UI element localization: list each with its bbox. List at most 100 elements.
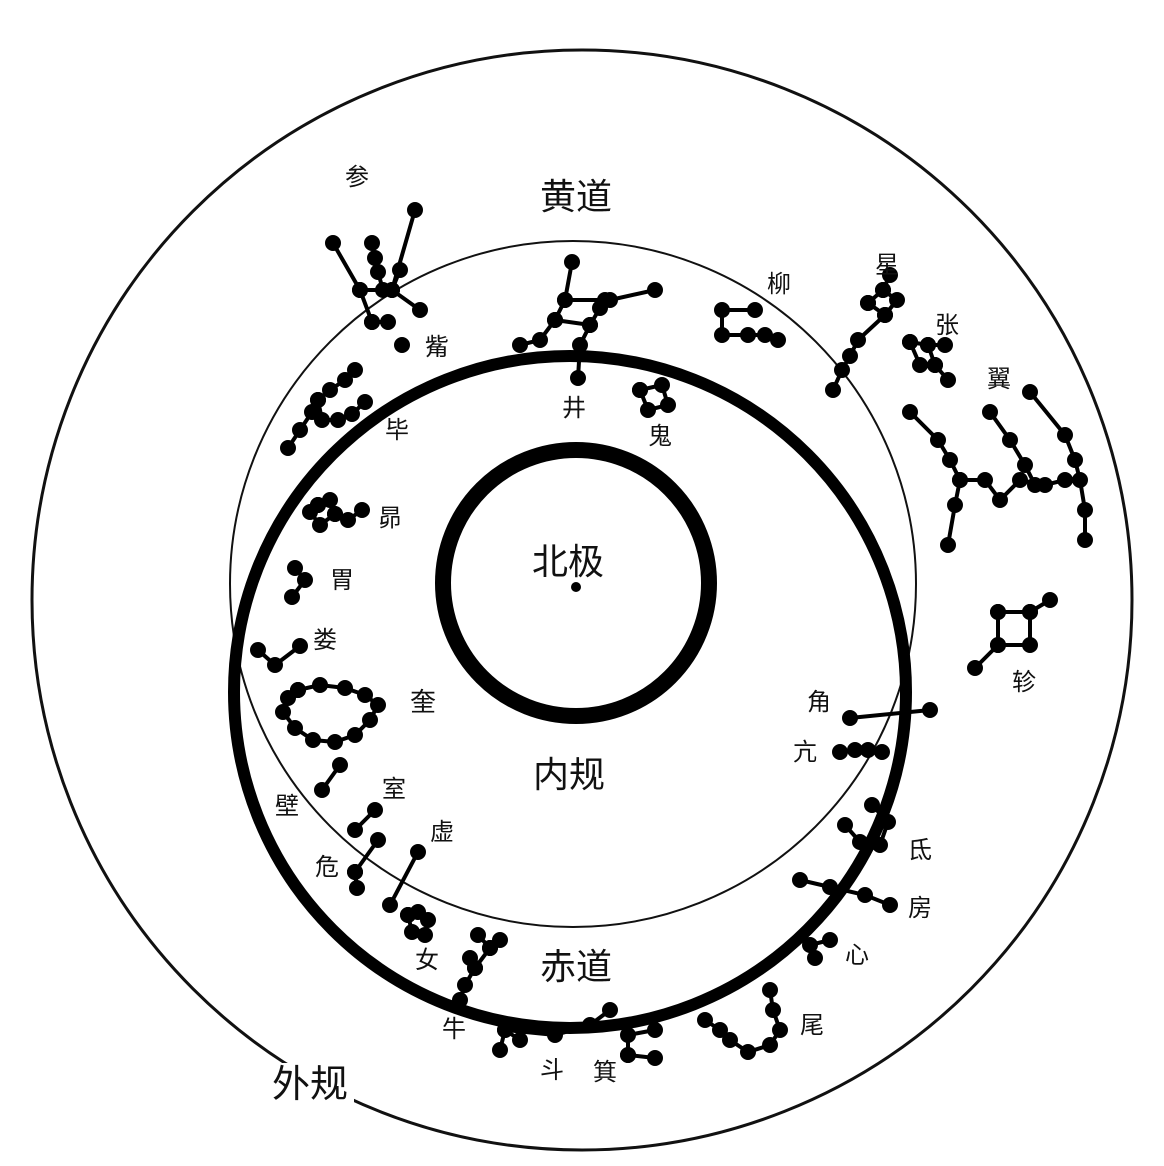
star-dot xyxy=(857,887,873,903)
constellation-kui xyxy=(275,677,386,750)
star-dot xyxy=(740,1044,756,1060)
star-dot xyxy=(902,334,918,350)
star-dot xyxy=(292,638,308,654)
star-dot xyxy=(834,362,850,378)
star-dot xyxy=(370,832,386,848)
north-pole-label: 北极 xyxy=(532,542,605,583)
star-dot xyxy=(860,742,876,758)
star-dot xyxy=(582,1017,598,1033)
star-dot xyxy=(992,492,1008,508)
star-dot xyxy=(325,235,341,251)
star-dot xyxy=(344,406,360,422)
star-dot xyxy=(762,982,778,998)
constellation-xin xyxy=(802,932,838,966)
star-dot xyxy=(940,537,956,553)
star-dot xyxy=(927,357,943,373)
constellation-jing xyxy=(512,254,663,386)
star-dot xyxy=(452,992,468,1008)
equator-label: 赤道 xyxy=(540,947,613,988)
star-dot xyxy=(882,267,898,283)
star-dot xyxy=(370,697,386,713)
star-dot xyxy=(280,690,296,706)
star-dot xyxy=(349,880,365,896)
inner-circle-label: 内规 xyxy=(533,755,606,796)
star-dot xyxy=(1002,432,1018,448)
constellation-zhang xyxy=(902,334,956,388)
star-dot xyxy=(340,512,356,528)
star-dot xyxy=(722,1032,738,1048)
star-dot xyxy=(297,572,313,588)
star-dot xyxy=(305,732,321,748)
star-dot xyxy=(802,937,818,953)
star-dot xyxy=(407,202,423,218)
mansion-wei-stomach: 胃 xyxy=(330,566,354,594)
star-dot xyxy=(640,402,656,418)
star-dot xyxy=(807,950,823,966)
star-dot xyxy=(930,432,946,448)
star-dot xyxy=(712,1022,728,1038)
star-dot xyxy=(740,327,756,343)
star-dot xyxy=(860,295,876,311)
star-dot xyxy=(822,879,838,895)
star-dot xyxy=(620,1027,636,1043)
star-dot xyxy=(1072,472,1088,488)
star-dot xyxy=(620,1047,636,1063)
star-dot xyxy=(872,837,888,853)
star-dot xyxy=(874,744,890,760)
star-dot xyxy=(347,822,363,838)
star-dot xyxy=(714,327,730,343)
mansion-niu: 牛 xyxy=(442,1015,466,1043)
star-dot xyxy=(1037,477,1053,493)
star-dot xyxy=(1022,604,1038,620)
star-dot xyxy=(364,314,380,330)
constellation-ji xyxy=(620,1022,663,1066)
star-dot xyxy=(822,932,838,948)
star-dot xyxy=(357,394,373,410)
star-dot xyxy=(632,382,648,398)
mansion-bi-wall: 壁 xyxy=(275,792,299,820)
star-dot xyxy=(287,720,303,736)
mansion-jiao: 角 xyxy=(807,688,831,716)
star-dot xyxy=(290,682,306,698)
star-dot xyxy=(382,897,398,913)
star-dot xyxy=(482,940,498,956)
constellation-wei-tail xyxy=(697,982,788,1060)
star-dot xyxy=(347,362,363,378)
star-dot xyxy=(292,422,308,438)
star-dot xyxy=(367,802,383,818)
mansion-xing: 星 xyxy=(875,251,899,279)
star-dot xyxy=(602,1002,618,1018)
star-dot xyxy=(714,302,730,318)
mansion-xu: 虚 xyxy=(430,818,454,846)
star-dot xyxy=(762,1037,778,1053)
constellation-line xyxy=(331,242,374,323)
star-dot xyxy=(322,382,338,398)
star-dot xyxy=(990,637,1006,653)
star-dot xyxy=(942,452,958,468)
constellation-can xyxy=(325,202,428,330)
constellation-line xyxy=(988,410,1037,486)
constellation-bi xyxy=(280,362,373,456)
star-dot xyxy=(747,302,763,318)
mansion-ji: 箕 xyxy=(593,1058,617,1086)
star-dot xyxy=(380,314,396,330)
star-dot xyxy=(287,560,303,576)
star-dot xyxy=(362,712,378,728)
constellation-yi xyxy=(902,384,1093,553)
constellation-niu xyxy=(452,927,508,1008)
star-dot xyxy=(1017,457,1033,473)
constellation-wei-danger xyxy=(347,832,386,896)
constellation-gui xyxy=(632,377,676,418)
star-dot xyxy=(850,332,866,348)
star-dot xyxy=(864,797,880,813)
constellation-liu xyxy=(714,302,786,348)
star-dot xyxy=(250,642,266,658)
star-dot xyxy=(547,312,563,328)
star-dot xyxy=(837,817,853,833)
star-dot xyxy=(347,864,363,880)
star-dot xyxy=(417,927,433,943)
star-dot xyxy=(280,440,296,456)
star-dot xyxy=(842,348,858,364)
constellation-xing xyxy=(825,267,905,398)
star-dot xyxy=(512,337,528,353)
